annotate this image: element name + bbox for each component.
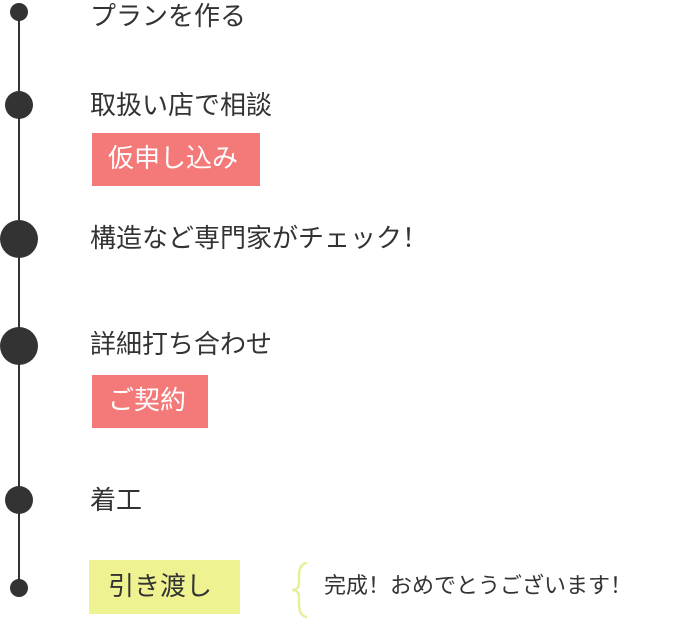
step-dot-5: [5, 486, 33, 514]
step-label-4: 詳細打ち合わせ: [90, 330, 273, 360]
timeline-line: [18, 12, 20, 588]
step-label-3: 構造など専門家がチェック！: [90, 224, 429, 254]
step-badge-4: ご契約: [92, 375, 208, 428]
step-badge-6: 引き渡し: [89, 560, 240, 614]
step-label-1: プランを作る: [90, 2, 247, 32]
completion-note: 完成！おめでとうございます！: [324, 574, 633, 599]
step-dot-2: [5, 91, 33, 119]
step-label-2: 取扱い店で相談: [90, 91, 273, 121]
curly-brace-icon: [291, 561, 308, 619]
step-dot-4: [0, 327, 38, 365]
step-dot-1: [10, 3, 28, 21]
step-dot-3: [0, 220, 38, 258]
step-dot-6: [10, 579, 28, 597]
step-label-5: 着工: [90, 486, 143, 516]
step-badge-2: 仮申し込み: [92, 133, 260, 186]
